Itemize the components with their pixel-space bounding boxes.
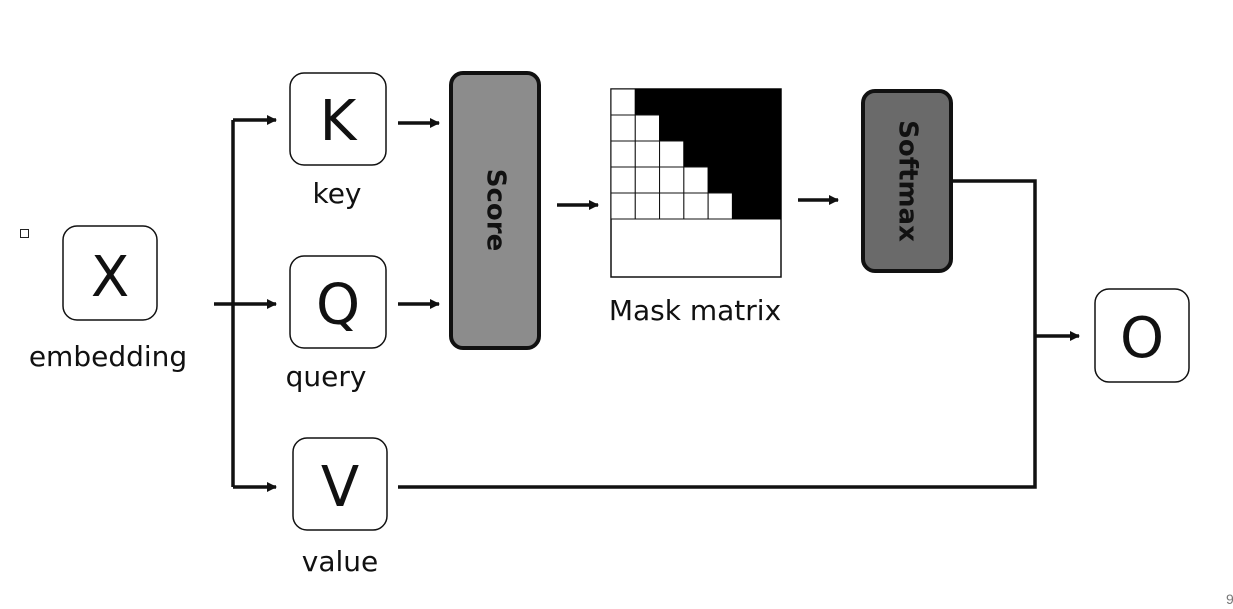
mask-cell-masked — [731, 166, 758, 194]
mask-cell-masked — [707, 114, 733, 142]
mask-caption: Mask matrix — [609, 294, 781, 327]
mask-cell-masked — [707, 166, 733, 194]
q-node-caption: query — [286, 360, 367, 393]
mask-cell-masked — [756, 166, 782, 194]
mask-cell-masked — [707, 140, 733, 168]
mask-cell-visible — [659, 140, 685, 168]
q-node — [289, 255, 387, 349]
v-node-letter: V — [321, 455, 359, 520]
v-output-line — [398, 336, 1037, 489]
mask-cell-visible — [683, 192, 709, 220]
mask-cell-visible — [610, 192, 636, 220]
score-label: Score — [481, 169, 511, 251]
mask-cell-masked — [683, 140, 709, 168]
mask-cell-visible — [634, 192, 661, 220]
connectors — [214, 115, 1080, 492]
softmax-label: Softmax — [893, 120, 923, 242]
v-node-caption: value — [302, 545, 378, 578]
score-block — [449, 71, 541, 350]
o-node-letter: O — [1120, 306, 1164, 371]
softmax-output-line — [953, 179, 1037, 336]
x-node-caption: embedding — [29, 340, 187, 373]
mask-cell-visible — [659, 192, 685, 220]
mask-cell-visible — [610, 140, 636, 168]
mask-cell-visible — [610, 166, 636, 194]
mask-cell-masked — [756, 114, 782, 142]
mask-cell-masked — [731, 114, 758, 142]
mask-cell-masked — [756, 192, 782, 220]
k-node-caption: key — [312, 177, 361, 210]
x-node-letter: X — [91, 245, 129, 310]
softmax-block — [861, 89, 953, 273]
k-node-letter: K — [320, 89, 358, 154]
mask-cell-masked — [756, 140, 782, 168]
mask-cell-visible — [659, 166, 685, 194]
k-node — [289, 72, 387, 166]
mask-cell-visible — [610, 88, 636, 116]
mask-matrix — [610, 88, 782, 278]
mask-cell-visible — [634, 114, 661, 142]
mask-cell-visible — [634, 140, 661, 168]
mask-cell-masked — [731, 192, 758, 220]
mask-cell-masked — [707, 88, 733, 116]
mask-cell-masked — [731, 88, 758, 116]
mask-cell-masked — [683, 88, 709, 116]
mask-cell-masked — [634, 88, 661, 116]
mask-cell-masked — [756, 88, 782, 116]
mask-cell-masked — [731, 140, 758, 168]
mask-cell-masked — [659, 114, 685, 142]
mask-cell-visible — [707, 192, 733, 220]
corner-mark: 9 — [1226, 591, 1233, 607]
x-node — [62, 225, 158, 321]
q-node-letter: Q — [316, 273, 360, 338]
mask-cell-masked — [683, 114, 709, 142]
selection-marker — [20, 229, 29, 238]
mask-cell-visible — [610, 114, 636, 142]
o-node — [1094, 288, 1190, 383]
v-node — [292, 437, 388, 531]
mask-cell-visible — [634, 166, 661, 194]
mask-cell-visible — [683, 166, 709, 194]
mask-cell-masked — [659, 88, 685, 116]
